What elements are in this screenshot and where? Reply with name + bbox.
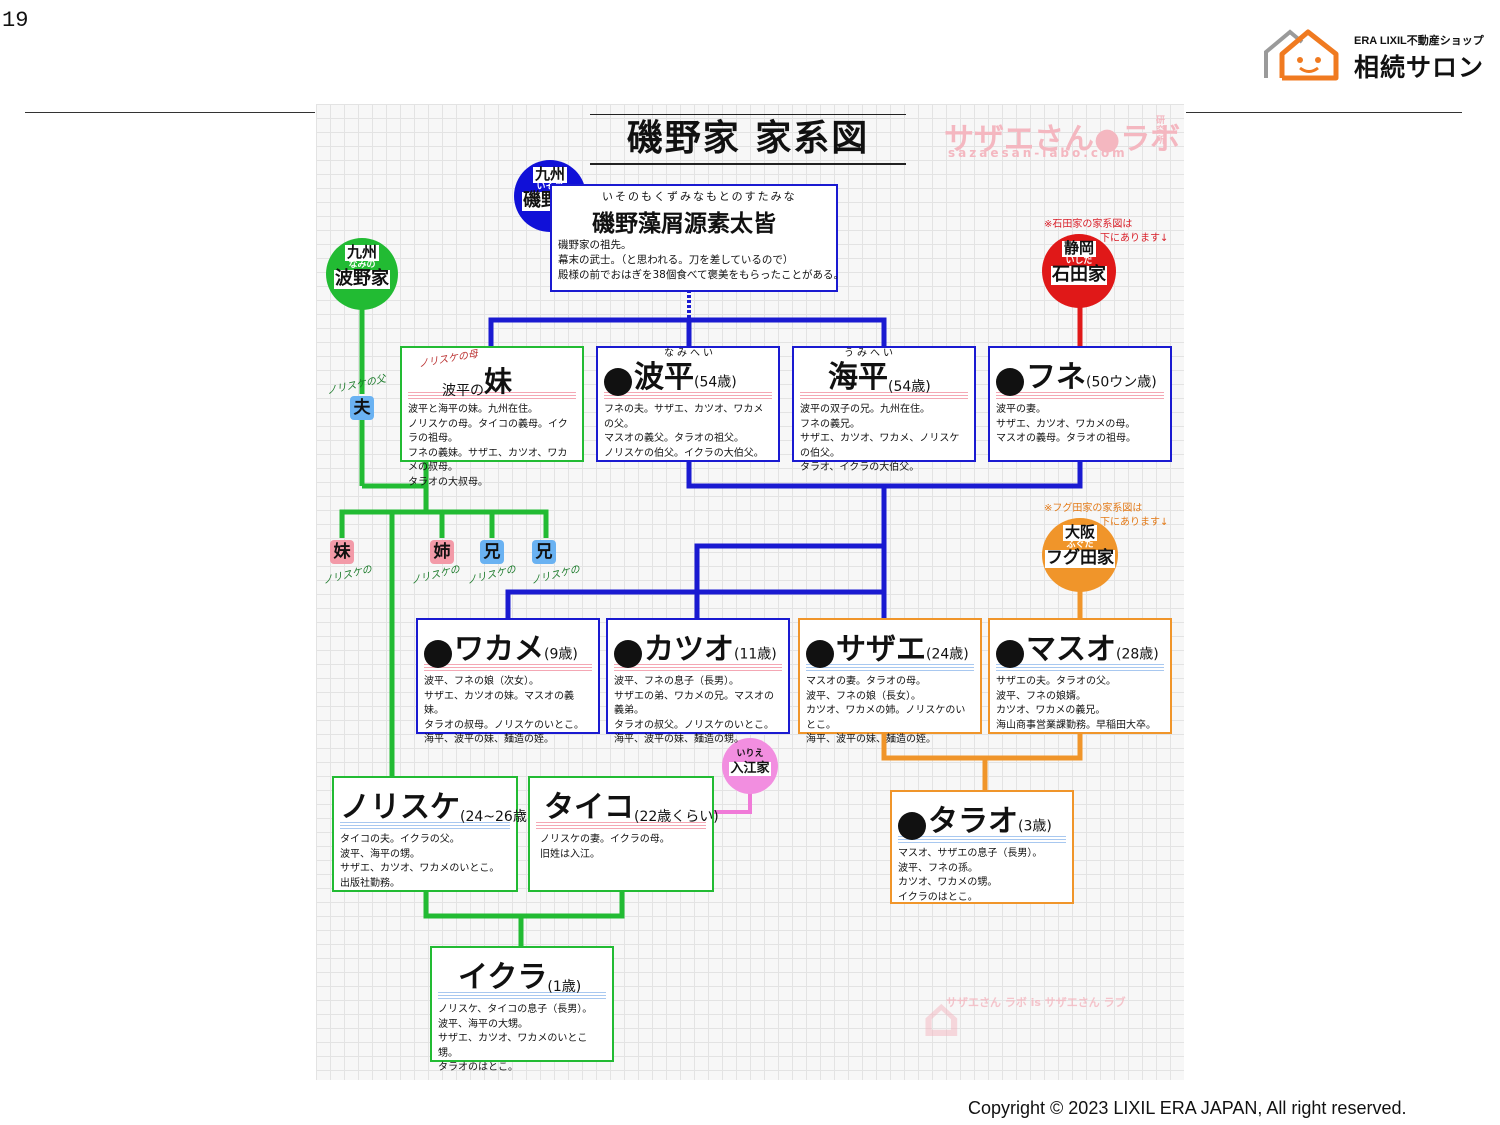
ancestor-box: いそのもくずみなもとのすたみな 磯野藻屑源素太皆 磯野家の祖先。 幕末の武士。（… bbox=[550, 184, 844, 292]
person-tarao: タラオ(3歳) マスオ、サザエの息子（長男）。 波平、フネの孫。 カツオ、ワカメ… bbox=[890, 790, 1074, 904]
diagram-title: 磯野家 家系図 bbox=[590, 114, 906, 165]
namino-family-circle: 九州 なみの 波野家 bbox=[326, 238, 398, 310]
person-sazae: サザエ(24歳) マスオの妻。タラオの母。 波平、フネの娘（長女）。 カツオ、ワ… bbox=[798, 618, 982, 745]
person-masuo: マスオ(28歳) サザエの夫。タラオの父。 波平、フネの娘婿。 カツオ、ワカメの… bbox=[988, 618, 1172, 734]
namihei-silhouette-icon bbox=[604, 368, 632, 396]
watermark-bottom: サザエさん ラボ is サザエさん ラブ bbox=[946, 996, 1126, 1009]
person-ikura: イクラ(1歳) ノリスケ、タイコの息子（長男）。 波平、海平の大甥。 サザエ、カ… bbox=[430, 946, 614, 1073]
ancestor-desc: 磯野家の祖先。 幕末の武士。（と思われる。刀を差しているので） 殿様の前でおはぎ… bbox=[558, 239, 844, 281]
watermark-figure-icon: ⌂ bbox=[922, 986, 961, 1049]
husband-label: 夫 bbox=[350, 396, 374, 420]
watermark-side: 研究所 bbox=[1156, 116, 1166, 146]
watermark-logo: サザエさん●ラボ bbox=[944, 122, 1181, 157]
ishida-family-circle: 静岡 いしだ 石田家 bbox=[1042, 234, 1116, 308]
person-wakame: ワカメ(9歳) 波平、フネの娘（次女）。 サザエ、カツオの妹。マスオの義妹。 タ… bbox=[416, 618, 600, 745]
ancestor-ruby: いそのもくずみなもとのすたみな bbox=[602, 190, 797, 203]
logo-title: 相続サロン bbox=[1354, 53, 1485, 82]
house-logo-icon bbox=[1264, 29, 1339, 81]
person-norisuke: ノリスケ(24~26歳) タイコの夫。イクラの父。 波平、海平の甥。 サザエ、カ… bbox=[332, 776, 532, 892]
company-logo: ERA LIXIL不動産ショップ 相続サロン bbox=[1262, 24, 1492, 86]
sibling-ani-2: 兄 bbox=[532, 540, 556, 564]
person-umihei: うみへい 海平(54歳) 波平の双子の兄。九州在住。 フネの義兄。 サザエ、カツ… bbox=[792, 346, 976, 473]
masuo-silhouette-icon bbox=[996, 640, 1024, 668]
irie-family-circle: いりえ 入江家 bbox=[722, 738, 778, 794]
sazae-silhouette-icon bbox=[806, 640, 834, 668]
person-imouto: ノリスケの母 波平の妹 波平と海平の妹。九州在住。 ノリスケの母。タイコの義母。… bbox=[400, 346, 584, 488]
fuguta-note: ※フグ田家の家系図は 下にあります↓ bbox=[1044, 503, 1169, 528]
logo-subtitle: ERA LIXIL不動産ショップ bbox=[1354, 35, 1484, 47]
fune-silhouette-icon bbox=[996, 368, 1024, 396]
tarao-silhouette-icon bbox=[898, 812, 926, 840]
connector-lines bbox=[339, 290, 1083, 946]
person-katsuo: カツオ(11歳) 波平、フネの息子（長男）。 サザエの弟、ワカメの兄。マスオの義… bbox=[606, 618, 790, 745]
header-rule-right bbox=[1186, 112, 1462, 113]
person-fune: フネ(50ウン歳) 波平の妻。 サザエ、カツオ、ワカメの母。 マスオの義母。タラ… bbox=[988, 346, 1172, 462]
page-number: 19 bbox=[2, 8, 29, 33]
fuguta-family-circle: 大阪 ふぐた フグ田家 bbox=[1042, 518, 1118, 592]
watermark-mushroom-icon: ● bbox=[1094, 122, 1121, 157]
ishida-note: ※石田家の家系図は 下にあります↓ bbox=[1044, 219, 1169, 244]
watermark-url: sazaesan-labo.com bbox=[948, 146, 1128, 160]
person-namihei: なみへい 波平(54歳) フネの夫。サザエ、カツオ、ワカメの父。 マスオの義父。… bbox=[596, 346, 780, 462]
sibling-ane: 姉 bbox=[430, 540, 454, 564]
family-tree-diagram: 磯野家 家系図 サザエさん●ラボ sazaesan-labo.com 研究所 サ… bbox=[316, 104, 1184, 1080]
ancestor-name: 磯野藻屑源素太皆 bbox=[592, 211, 776, 237]
katsuo-silhouette-icon bbox=[614, 640, 642, 668]
sibling-imouto: 妹 bbox=[330, 540, 354, 564]
header-rule-left bbox=[25, 112, 315, 113]
person-taiko: タイコ(22歳くらい) ノリスケの妻。イクラの母。 旧姓は入江。 bbox=[528, 776, 719, 892]
sibling-ani-1: 兄 bbox=[480, 540, 504, 564]
copyright-footer: Copyright © 2023 LIXIL ERA JAPAN, All ri… bbox=[968, 1098, 1407, 1118]
wakame-silhouette-icon bbox=[424, 640, 452, 668]
